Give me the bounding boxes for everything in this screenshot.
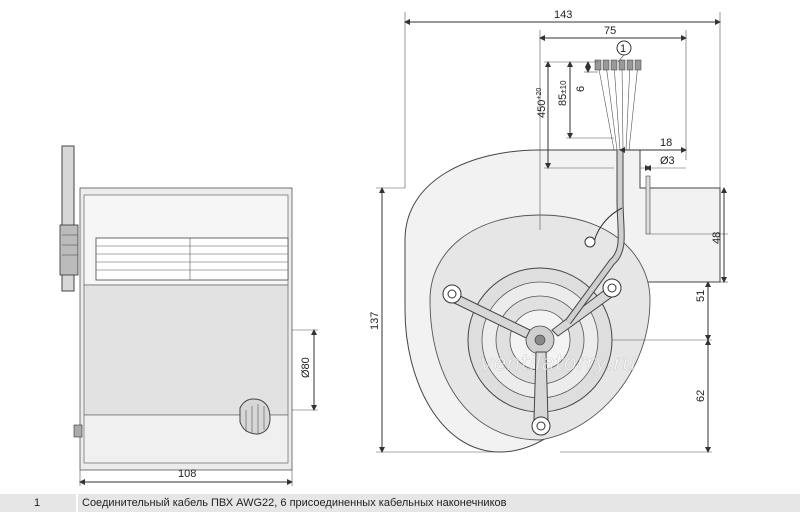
dim-height-62: 62 [695, 390, 707, 402]
dim-strip-end-6: 6 [575, 86, 587, 92]
side-view-impeller [95, 237, 289, 281]
callout-number: 1 [620, 43, 626, 55]
front-view-cable [565, 59, 642, 325]
legend-row: 1 Соединительный кабель ПВХ AWG22, 6 при… [0, 494, 800, 512]
dim-height-48: 48 [711, 232, 723, 244]
dim-height-137: 137 [369, 312, 381, 330]
dim-cable-length-450: 450+20 [536, 88, 548, 118]
dim-diameter-80: Ø80 [300, 357, 312, 378]
technical-drawing: Ø80 108 [59, 9, 728, 486]
legend-number: 1 [0, 494, 76, 512]
legend-description: Соединительный кабель ПВХ AWG22, 6 присо… [78, 494, 800, 512]
front-view-motor [467, 267, 613, 413]
front-view-pin [645, 175, 651, 235]
front-view-struts [442, 278, 622, 436]
dim-offset-18: 18 [660, 137, 672, 149]
front-view: 1 143 75 450+20 85±10 6 18 Ø3 [369, 9, 728, 453]
dim-height-51: 51 [695, 290, 707, 302]
watermark: ventilatorry.ru [480, 351, 636, 376]
dim-width-143: 143 [554, 9, 572, 21]
dim-side-width-108: 108 [178, 468, 196, 480]
dim-strip-length-85: 85±10 [557, 80, 569, 106]
dim-diameter-3: Ø3 [660, 155, 675, 167]
dim-width-75: 75 [604, 25, 616, 37]
side-view: Ø80 108 [59, 145, 318, 486]
side-view-motor-knob [239, 398, 271, 435]
